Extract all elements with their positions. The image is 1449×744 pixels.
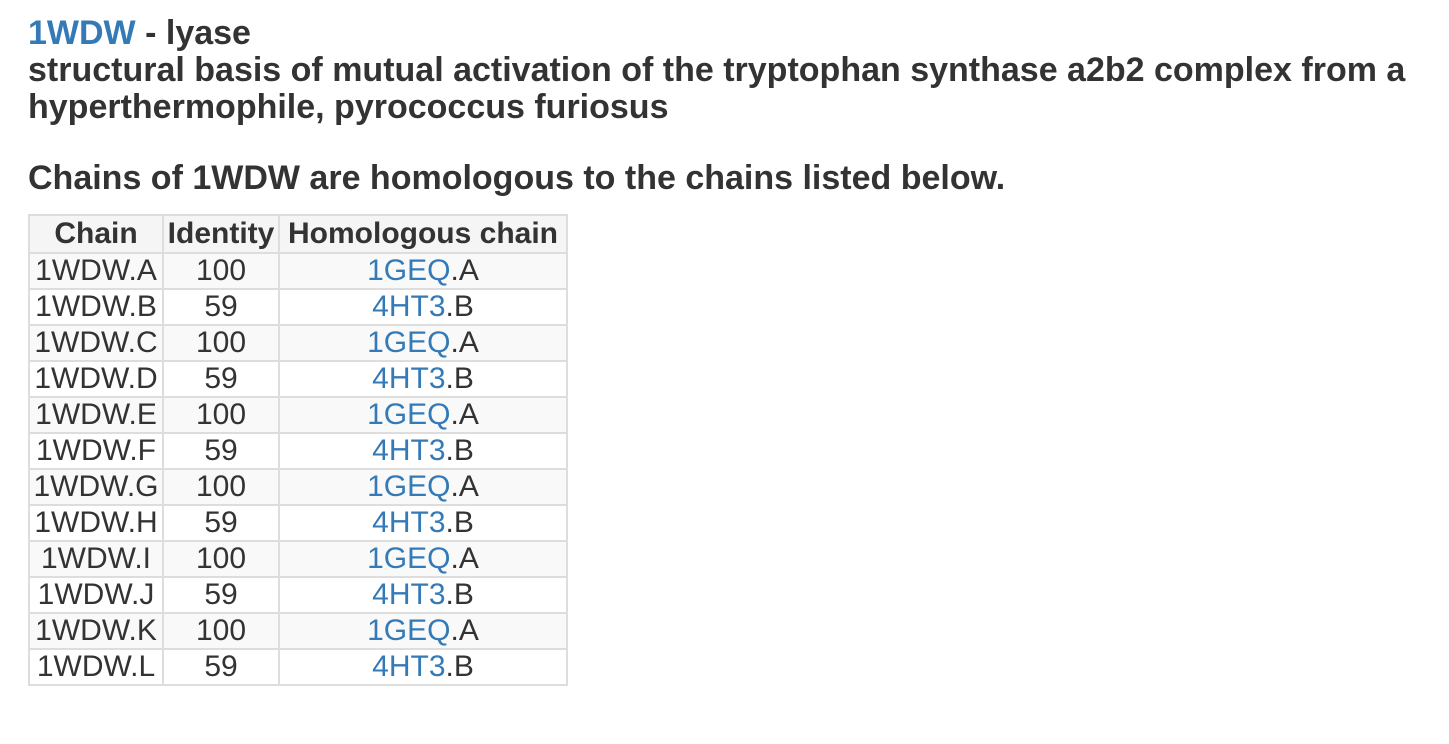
chain-cell: 1WDW.D xyxy=(28,360,164,398)
chain-cell: 1WDW.F xyxy=(28,432,164,470)
homolog-chain-suffix: .B xyxy=(445,650,474,683)
homolog-chain-suffix: .A xyxy=(450,326,479,359)
identity-cell: 100 xyxy=(162,468,280,506)
homolog-cell: 1GEQ.A xyxy=(278,324,568,362)
homolog-cell: 1GEQ.A xyxy=(278,612,568,650)
chain-cell: 1WDW.B xyxy=(28,288,164,326)
chain-cell: 1WDW.I xyxy=(28,540,164,578)
homolog-cell: 4HT3.B xyxy=(278,360,568,398)
homolog-chain-suffix: .B xyxy=(445,506,474,539)
homolog-chain-suffix: .B xyxy=(445,578,474,611)
homolog-pdb-link[interactable]: 1GEQ xyxy=(367,542,451,575)
pdb-id-link[interactable]: 1WDW xyxy=(28,14,136,52)
homolog-chain-suffix: .B xyxy=(445,290,474,323)
identity-cell: 59 xyxy=(162,648,280,686)
chain-cell: 1WDW.H xyxy=(28,504,164,542)
homolog-cell: 1GEQ.A xyxy=(278,396,568,434)
page-title: 1WDW - lyase xyxy=(28,14,1428,52)
chain-cell: 1WDW.K xyxy=(28,612,164,650)
homolog-chain-suffix: .B xyxy=(445,434,474,467)
chain-cell: 1WDW.C xyxy=(28,324,164,362)
homolog-chain-suffix: .A xyxy=(450,614,479,647)
homolog-cell: 4HT3.B xyxy=(278,504,568,542)
structure-description: structural basis of mutual activation of… xyxy=(28,51,1406,126)
identity-cell: 100 xyxy=(162,324,280,362)
identity-cell: 100 xyxy=(162,540,280,578)
homolog-pdb-link[interactable]: 4HT3 xyxy=(372,290,446,323)
homolog-cell: 4HT3.B xyxy=(278,288,568,326)
identity-cell: 100 xyxy=(162,252,280,290)
homolog-cell: 1GEQ.A xyxy=(278,252,568,290)
chains-intro-text: Chains of 1WDW are homologous to the cha… xyxy=(28,159,1006,197)
homolog-pdb-link[interactable]: 4HT3 xyxy=(372,650,446,683)
identity-cell: 100 xyxy=(162,612,280,650)
chain-cell: 1WDW.A xyxy=(28,252,164,290)
homolog-pdb-link[interactable]: 1GEQ xyxy=(367,470,451,503)
homolog-pdb-link[interactable]: 4HT3 xyxy=(372,362,446,395)
chain-cell: 1WDW.J xyxy=(28,576,164,614)
column-header-homologous-chain: Homologous chain xyxy=(278,214,568,254)
homolog-cell: 4HT3.B xyxy=(278,432,568,470)
homolog-cell: 1GEQ.A xyxy=(278,468,568,506)
homolog-pdb-link[interactable]: 1GEQ xyxy=(367,326,451,359)
identity-cell: 59 xyxy=(162,504,280,542)
homolog-chain-suffix: .A xyxy=(450,470,479,503)
homolog-pdb-link[interactable]: 4HT3 xyxy=(372,578,446,611)
homolog-chain-suffix: .A xyxy=(450,542,479,575)
title-separator: - xyxy=(135,14,166,52)
homolog-chain-suffix: .A xyxy=(450,254,479,287)
chain-cell: 1WDW.E xyxy=(28,396,164,434)
homolog-pdb-link[interactable]: 1GEQ xyxy=(367,614,451,647)
table-header-row: Chain Identity Homologous chain xyxy=(28,214,568,254)
homolog-pdb-link[interactable]: 1GEQ xyxy=(367,398,451,431)
homolog-pdb-link[interactable]: 4HT3 xyxy=(372,434,446,467)
identity-cell: 100 xyxy=(162,396,280,434)
column-header-identity: Identity xyxy=(162,214,280,254)
homolog-chain-suffix: .B xyxy=(445,362,474,395)
page-content: 1WDW - lyase structural basis of mutual … xyxy=(28,14,1428,686)
identity-cell: 59 xyxy=(162,576,280,614)
homolog-chain-suffix: .A xyxy=(450,398,479,431)
chain-cell: 1WDW.L xyxy=(28,648,164,686)
chain-cell: 1WDW.G xyxy=(28,468,164,506)
homolog-pdb-link[interactable]: 4HT3 xyxy=(372,506,446,539)
classification: lyase xyxy=(165,14,251,52)
homolog-cell: 4HT3.B xyxy=(278,648,568,686)
homolog-pdb-link[interactable]: 1GEQ xyxy=(367,254,451,287)
column-header-chain: Chain xyxy=(28,214,164,254)
identity-cell: 59 xyxy=(162,288,280,326)
homolog-cell: 1GEQ.A xyxy=(278,540,568,578)
homolog-cell: 4HT3.B xyxy=(278,576,568,614)
identity-cell: 59 xyxy=(162,360,280,398)
identity-cell: 59 xyxy=(162,432,280,470)
